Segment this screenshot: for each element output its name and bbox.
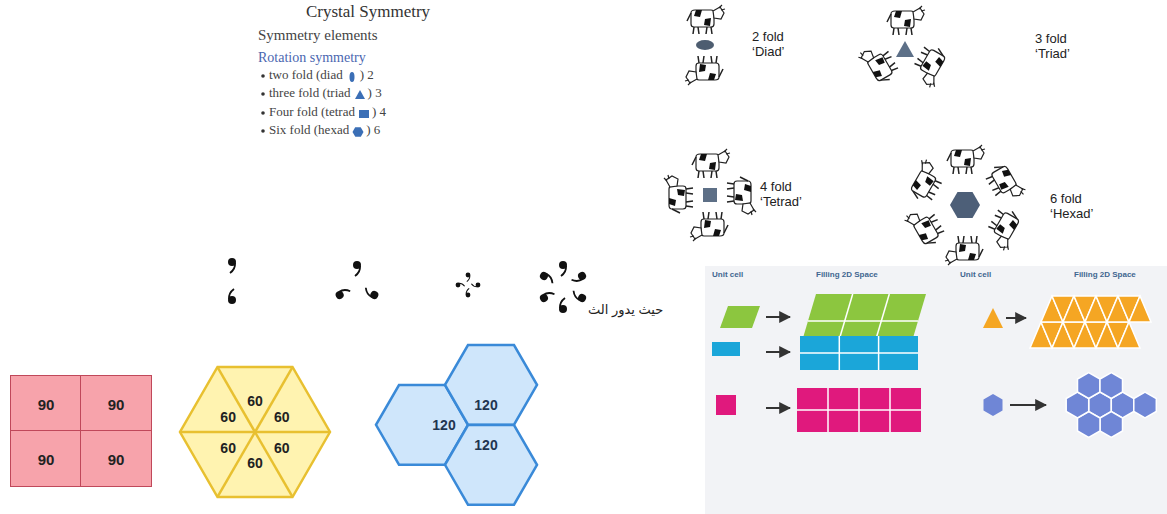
triangle-tile bbox=[1129, 296, 1151, 322]
diad-cows bbox=[685, 5, 725, 85]
list-item: Four fold (tetrad bbox=[269, 105, 355, 120]
angle-value: 120 bbox=[474, 398, 497, 412]
tiling-panel bbox=[705, 266, 1167, 514]
triad-cows bbox=[857, 6, 952, 89]
angle-value: 60 bbox=[220, 441, 236, 455]
motif-2fold bbox=[228, 258, 236, 304]
angle-value: 60 bbox=[220, 410, 236, 424]
angle-value: 60 bbox=[247, 456, 263, 470]
column-header: Filling 2D Space bbox=[816, 270, 878, 279]
section-heading: Symmetry elements bbox=[258, 27, 378, 44]
list-item: ) 4 bbox=[372, 105, 386, 120]
angle-value: 60 bbox=[247, 394, 263, 408]
hexad-cows bbox=[903, 145, 1027, 265]
angle-value: 90 bbox=[108, 396, 125, 411]
hexagon-tile: 120 bbox=[445, 425, 537, 505]
node-outline bbox=[180, 367, 330, 497]
motif-3fold bbox=[334, 261, 380, 300]
diagram-title: Crystal Symmetry bbox=[306, 2, 430, 22]
column-header: Filling 2D Space bbox=[1074, 270, 1136, 279]
column-header: Unit cell bbox=[712, 270, 743, 279]
tetrad-cows bbox=[664, 149, 756, 241]
motif-4fold bbox=[456, 273, 481, 298]
motif-6fold bbox=[538, 261, 587, 313]
tetrad-symbol bbox=[358, 106, 370, 120]
grid-square: 90 bbox=[80, 430, 152, 487]
triangle-tile bbox=[1118, 322, 1140, 348]
column-header: Unit cell bbox=[960, 270, 991, 279]
hexagon-tile bbox=[1078, 373, 1101, 399]
fold-label: 3 fold ‘Triad’ bbox=[1035, 32, 1093, 62]
grid-square: 90 bbox=[10, 430, 82, 487]
hexagon-tile bbox=[1100, 373, 1123, 399]
subheading: Rotation symmetry bbox=[258, 50, 366, 66]
fold-label: 6 fold ‘Hexad’ bbox=[1050, 192, 1108, 222]
angle-value: 90 bbox=[38, 451, 55, 466]
list-item: three fold (triad bbox=[269, 86, 351, 101]
hexagon-tile: 120 bbox=[445, 345, 537, 425]
hexagon-tile bbox=[1100, 412, 1123, 438]
hexagon-of-triangles: 60 60 60 60 60 60 bbox=[180, 367, 330, 497]
bullet-dots bbox=[261, 74, 265, 133]
triad-symbol bbox=[354, 87, 366, 101]
node-outline bbox=[445, 425, 537, 505]
angle-value: 60 bbox=[274, 441, 290, 455]
diad-symbol bbox=[346, 69, 358, 83]
angle-value: 90 bbox=[108, 451, 125, 466]
unit-hexagon bbox=[984, 394, 1003, 416]
angle-value: 60 bbox=[274, 410, 290, 424]
angle-value: 120 bbox=[474, 438, 497, 452]
grid-square: 90 bbox=[80, 375, 152, 432]
list-item: two fold (diad bbox=[269, 68, 343, 83]
node-outline bbox=[445, 345, 537, 425]
grid-square: 90 bbox=[10, 375, 82, 432]
fold-label: 4 fold ‘Tetrad’ bbox=[760, 180, 818, 210]
hexad-symbol bbox=[352, 124, 364, 138]
hexagon-tile bbox=[1134, 392, 1157, 418]
arabic-note: حيث يدور الث bbox=[588, 303, 663, 318]
angle-value: 120 bbox=[432, 418, 455, 432]
list-item: ) 2 bbox=[360, 68, 374, 83]
fold-label: 2 fold ‘Diad’ bbox=[752, 30, 810, 60]
list-item: ) 6 bbox=[366, 123, 380, 138]
list-item: ) 3 bbox=[368, 86, 382, 101]
angle-value: 90 bbox=[38, 396, 55, 411]
list-item: Six fold (hexad bbox=[269, 123, 349, 138]
